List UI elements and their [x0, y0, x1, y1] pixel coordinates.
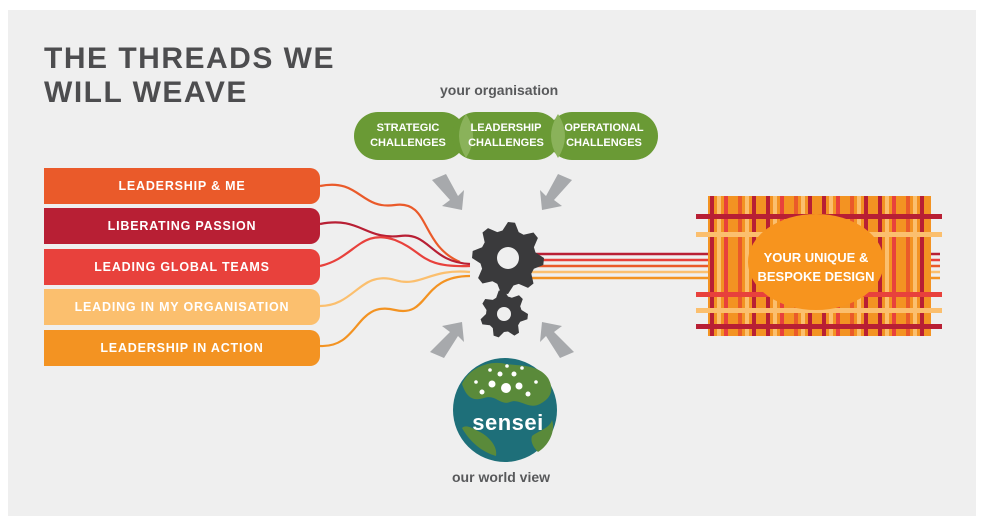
globe-dot — [488, 368, 492, 372]
arrow-icon — [540, 322, 574, 358]
challenge-strategic-line-2: CHALLENGES — [370, 137, 446, 149]
globe-land-3 — [531, 420, 554, 452]
challenge-operational-line-1: OPERATIONAL — [564, 122, 644, 134]
thread-leadership-me: LEADERSHIP & ME — [44, 168, 320, 204]
thread-curve-global-teams — [319, 236, 471, 268]
thread-curve-my-organisation — [319, 270, 471, 308]
globe-dot — [505, 364, 509, 368]
arrow-icon — [540, 174, 572, 210]
globe-dot — [515, 382, 523, 390]
challenge-strategic: STRATEGIC CHALLENGES — [358, 114, 458, 158]
page-title: THE THREADS WE WILL WEAVE — [44, 42, 335, 110]
sensei-logo-text: sensei — [472, 410, 544, 435]
globe-land-2 — [462, 426, 497, 456]
thread-curves — [319, 183, 471, 348]
title-line-1: THE THREADS WE — [44, 42, 335, 75]
weave-stripe — [899, 196, 903, 336]
thread-leading-global-teams: LEADING GLOBAL TEAMS — [44, 249, 320, 285]
globe-dot — [525, 391, 531, 397]
globe-dot — [520, 366, 524, 370]
thread-curve-leadership-action — [319, 274, 471, 348]
design-label: YOUR UNIQUE & BESPOKE DESIGN — [752, 248, 880, 286]
title-line-2: WILL WEAVE — [44, 76, 248, 109]
design-label-line-1: YOUR UNIQUE & — [763, 250, 869, 265]
weave-stripe — [717, 196, 721, 336]
weave-stripe — [724, 196, 728, 336]
challenge-overlap-1 — [459, 114, 473, 158]
weave-band-5 — [696, 324, 942, 329]
weave-stripe — [710, 196, 714, 336]
weave-stripe — [745, 196, 749, 336]
arrow-icon — [432, 174, 464, 210]
gear-icon — [480, 290, 528, 338]
challenge-strategic-line-1: STRATEGIC — [376, 122, 440, 134]
challenge-operational: OPERATIONAL CHALLENGES — [552, 114, 656, 158]
globe-icon — [453, 358, 557, 462]
challenge-leadership-line-1: LEADERSHIP — [470, 122, 542, 134]
challenge-pill-operational — [548, 112, 658, 160]
globe-dot — [474, 380, 478, 384]
design-label-line-2: BESPOKE DESIGN — [757, 269, 875, 284]
globe-dot — [479, 389, 485, 395]
thread-leadership-in-action: LEADERSHIP IN ACTION — [44, 330, 320, 366]
globe-dots — [474, 364, 538, 397]
challenge-pill-strategic — [354, 112, 466, 160]
world-view-label: our world view — [452, 469, 551, 485]
thread-curve-liberating-passion — [319, 221, 471, 266]
challenge-overlap-2 — [551, 114, 565, 158]
design-oval — [748, 214, 884, 310]
organisation-label: your organisation — [440, 82, 559, 98]
weave-stripe — [738, 196, 742, 336]
weave-pattern — [696, 196, 942, 336]
thread-liberating-passion: LIBERATING PASSION — [44, 208, 320, 244]
challenge-operational-line-2: CHALLENGES — [566, 137, 642, 149]
arrows — [430, 174, 574, 358]
challenge-pill-leadership — [452, 112, 560, 160]
thread-curve-leadership-me — [319, 183, 461, 264]
weave-stripe — [906, 196, 910, 336]
weave-stripe — [920, 196, 924, 336]
gear-hole — [497, 247, 519, 269]
weave-stripe — [885, 196, 889, 336]
weave-stripe — [731, 196, 735, 336]
weave-stripe — [913, 196, 917, 336]
challenge-leadership: LEADERSHIP CHALLENGES — [456, 114, 556, 158]
globe-dot — [488, 380, 496, 388]
challenge-leadership-line-2: CHALLENGES — [468, 137, 544, 149]
globe-dot — [534, 380, 538, 384]
challenge-pills — [354, 112, 658, 160]
arrow-icon — [430, 322, 464, 358]
weave-stripe — [892, 196, 896, 336]
globe-dot — [501, 383, 511, 393]
thread-leading-in-my-organisation: LEADING IN MY ORGANISATION — [44, 289, 320, 325]
weave-stripe — [927, 196, 931, 336]
gear-hole — [497, 307, 511, 321]
globe-dot — [497, 371, 503, 377]
gear-icon — [472, 222, 544, 294]
weave-band-4 — [696, 308, 942, 313]
globe-dot — [511, 371, 517, 377]
